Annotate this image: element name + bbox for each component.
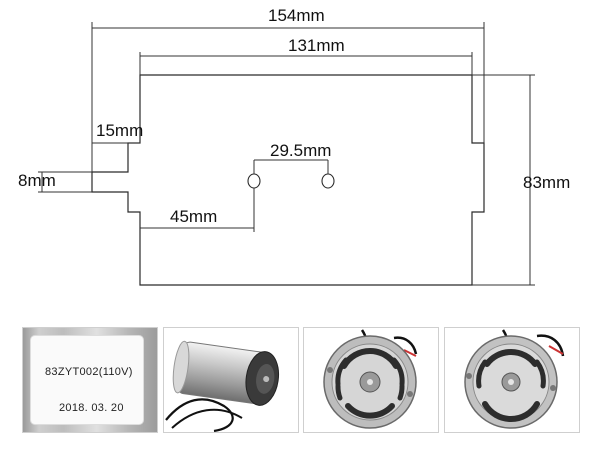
dim-tab-width: 15mm <box>92 121 143 144</box>
photo-motor-front <box>303 327 439 433</box>
product-label: 83ZYT002(110V) 2018. 03. 20 <box>31 336 143 424</box>
dim-tab-width-label: 15mm <box>96 121 143 140</box>
mounting-hole-right <box>321 173 335 189</box>
dim-tab-height-label: 8mm <box>18 171 56 190</box>
plate-outline <box>91 74 485 286</box>
dim-height-label: 83mm <box>523 173 570 192</box>
label-model-text: 83ZYT002(110V) <box>45 366 133 378</box>
dim-hole-spacing-label: 29.5mm <box>270 141 331 160</box>
dim-hole-spacing: 29.5mm <box>253 141 331 174</box>
dim-inner-width: 131mm <box>139 36 473 75</box>
dim-overall-width: 154mm <box>91 6 485 172</box>
dim-overall-width-label: 154mm <box>268 6 325 25</box>
photo-motor-side <box>163 327 299 433</box>
photo-motor-rear <box>444 327 580 433</box>
motor-rear-illustration <box>464 329 565 429</box>
photo-label-plate: 83ZYT002(110V) 2018. 03. 20 <box>22 327 158 433</box>
dim-hole-offset-label: 45mm <box>170 207 217 226</box>
dim-tab-height: 8mm <box>18 171 92 193</box>
motor-front-illustration <box>323 329 418 429</box>
dim-height: 83mm <box>472 74 570 286</box>
label-date-text: 2018. 03. 20 <box>59 402 124 414</box>
dimension-drawing: 154mm 131mm 15mm 8mm 29.5mm 45mm 83mm <box>18 6 570 286</box>
mounting-hole-left <box>247 173 261 189</box>
motor-side-illustration <box>165 340 280 432</box>
dim-hole-offset: 45mm <box>140 188 255 232</box>
dim-inner-width-label: 131mm <box>288 36 345 55</box>
